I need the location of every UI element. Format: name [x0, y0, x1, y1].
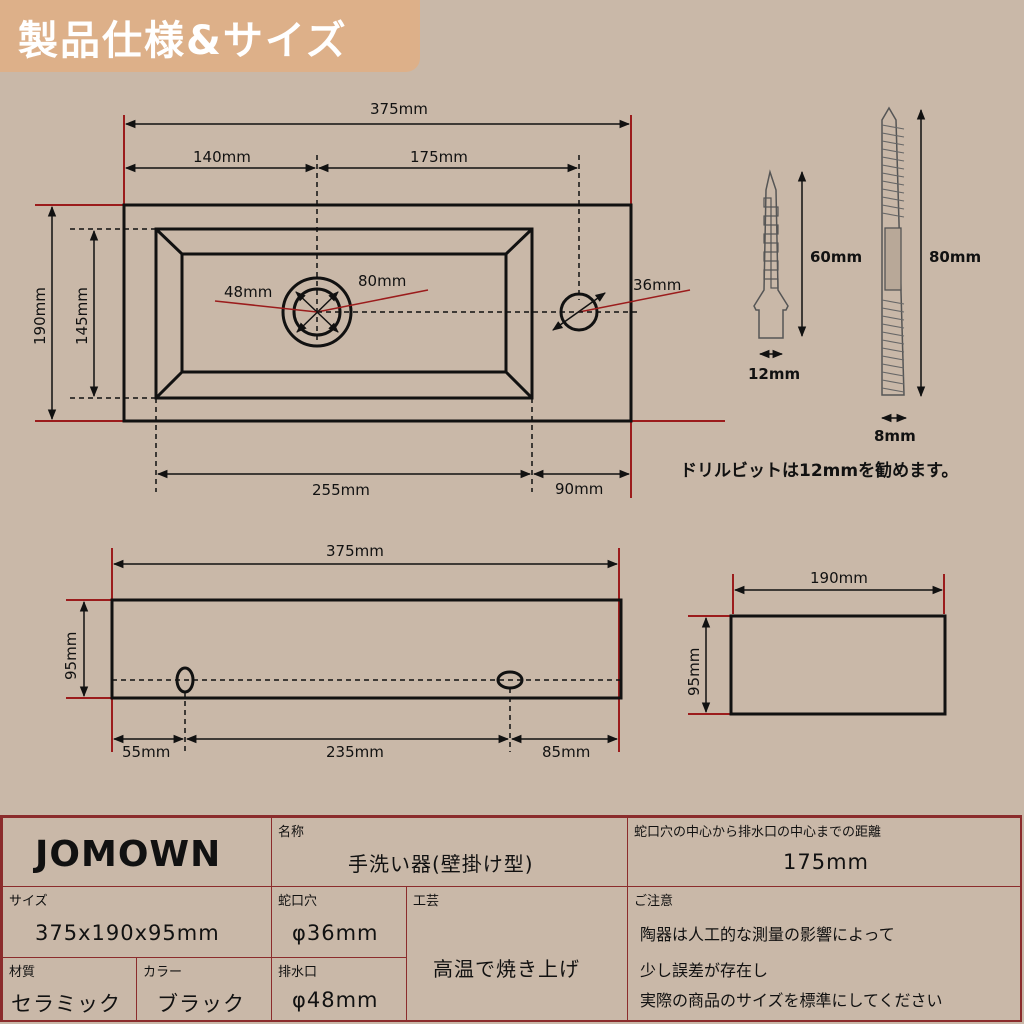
craft-label: 工芸 [413, 894, 440, 909]
dim-hole-right: 85mm [542, 743, 590, 761]
top-view: 375mm 140mm 175mm 190mm 145mm 48mm 80mm … [31, 100, 725, 499]
material-label: 材質 [9, 965, 36, 980]
wall-anchor-icon [753, 169, 807, 359]
caution-line-2: 少し誤差が存在し [640, 961, 769, 980]
caution-line-3: 実際の商品のサイズを標準にしてください [640, 991, 943, 1010]
dim-overall-depth: 190mm [31, 287, 49, 345]
dim-drain-dia: 48mm [224, 283, 272, 301]
technical-drawing: 375mm 140mm 175mm 190mm 145mm 48mm 80mm … [31, 100, 981, 761]
dim-front-width: 375mm [326, 542, 384, 560]
size-value: 375x190x95mm [35, 921, 220, 945]
color-label: カラー [143, 965, 183, 980]
distance-value: 175mm [783, 850, 869, 874]
color-cell: カラー ブラック [136, 957, 272, 1022]
faucet-hole-value: φ36mm [292, 921, 379, 945]
faucet-hole-cell: 蛇口穴 φ36mm [271, 886, 407, 958]
dim-overall-width: 375mm [370, 100, 428, 118]
dim-faucet-from-left: 140mm [193, 148, 251, 166]
name-label: 名称 [278, 825, 305, 840]
header-tab: 製品仕様&サイズ [0, 0, 420, 72]
side-view: 190mm 95mm [685, 569, 947, 716]
craft-cell: 工芸 高温で焼き上げ [406, 886, 628, 1022]
drain-label: 排水口 [278, 965, 318, 980]
dim-bolt-dia: 8mm [874, 427, 916, 445]
dim-anchor-dia: 12mm [748, 365, 800, 383]
material-value: セラミック [11, 992, 121, 1016]
hanger-bolt-icon [880, 106, 926, 423]
size-label: サイズ [9, 894, 48, 909]
dim-anchor-length: 60mm [810, 248, 862, 266]
dim-front-height: 95mm [62, 632, 80, 680]
faucet-hole-label: 蛇口穴 [278, 894, 318, 909]
drain-value: φ48mm [292, 988, 379, 1012]
spec-table: JOMOWN 名称 手洗い器(壁掛け型) 蛇口穴の中心から排水口の中心までの距離… [0, 815, 1022, 1022]
dim-right-margin: 90mm [555, 480, 603, 498]
caution-line-1: 陶器は人工的な測量の影響によって [640, 925, 895, 944]
drill-note: ドリルビットは12mmを勧めます。 [680, 461, 959, 481]
dim-faucet-to-drain: 175mm [410, 148, 468, 166]
dim-drain-outer: 80mm [358, 272, 406, 290]
dim-basin-depth: 145mm [73, 287, 91, 345]
distance-label: 蛇口穴の中心から排水口の中心までの距離 [634, 825, 882, 840]
dim-bolt-length: 80mm [929, 248, 981, 266]
caution-cell: ご注意 陶器は人工的な測量の影響によって 少し誤差が存在し 実際の商品のサイズを… [627, 886, 1022, 1022]
distance-cell: 蛇口穴の中心から排水口の中心までの距離 175mm [627, 817, 1022, 887]
dim-hole-spacing: 235mm [326, 743, 384, 761]
page-title: 製品仕様&サイズ [18, 18, 348, 64]
caution-label: ご注意 [634, 894, 674, 909]
craft-value: 高温で焼き上げ [433, 957, 580, 981]
brand-name: JOMOWN [35, 834, 222, 875]
dim-faucet-dia: 36mm [633, 276, 681, 294]
size-cell: サイズ 375x190x95mm [2, 886, 272, 958]
material-cell: 材質 セラミック [2, 957, 137, 1022]
name-value: 手洗い器(壁掛け型) [348, 852, 534, 876]
brand-cell: JOMOWN [2, 817, 272, 887]
dim-side-height: 95mm [685, 648, 703, 696]
color-value: ブラック [157, 992, 245, 1016]
front-view: 375mm 95mm 55mm 235mm 85mm [62, 542, 623, 761]
drain-cell: 排水口 φ48mm [271, 957, 407, 1022]
name-cell: 名称 手洗い器(壁掛け型) [271, 817, 628, 887]
dim-basin-length: 255mm [312, 481, 370, 499]
dim-hole-left: 55mm [122, 743, 170, 761]
dim-side-depth: 190mm [810, 569, 868, 587]
